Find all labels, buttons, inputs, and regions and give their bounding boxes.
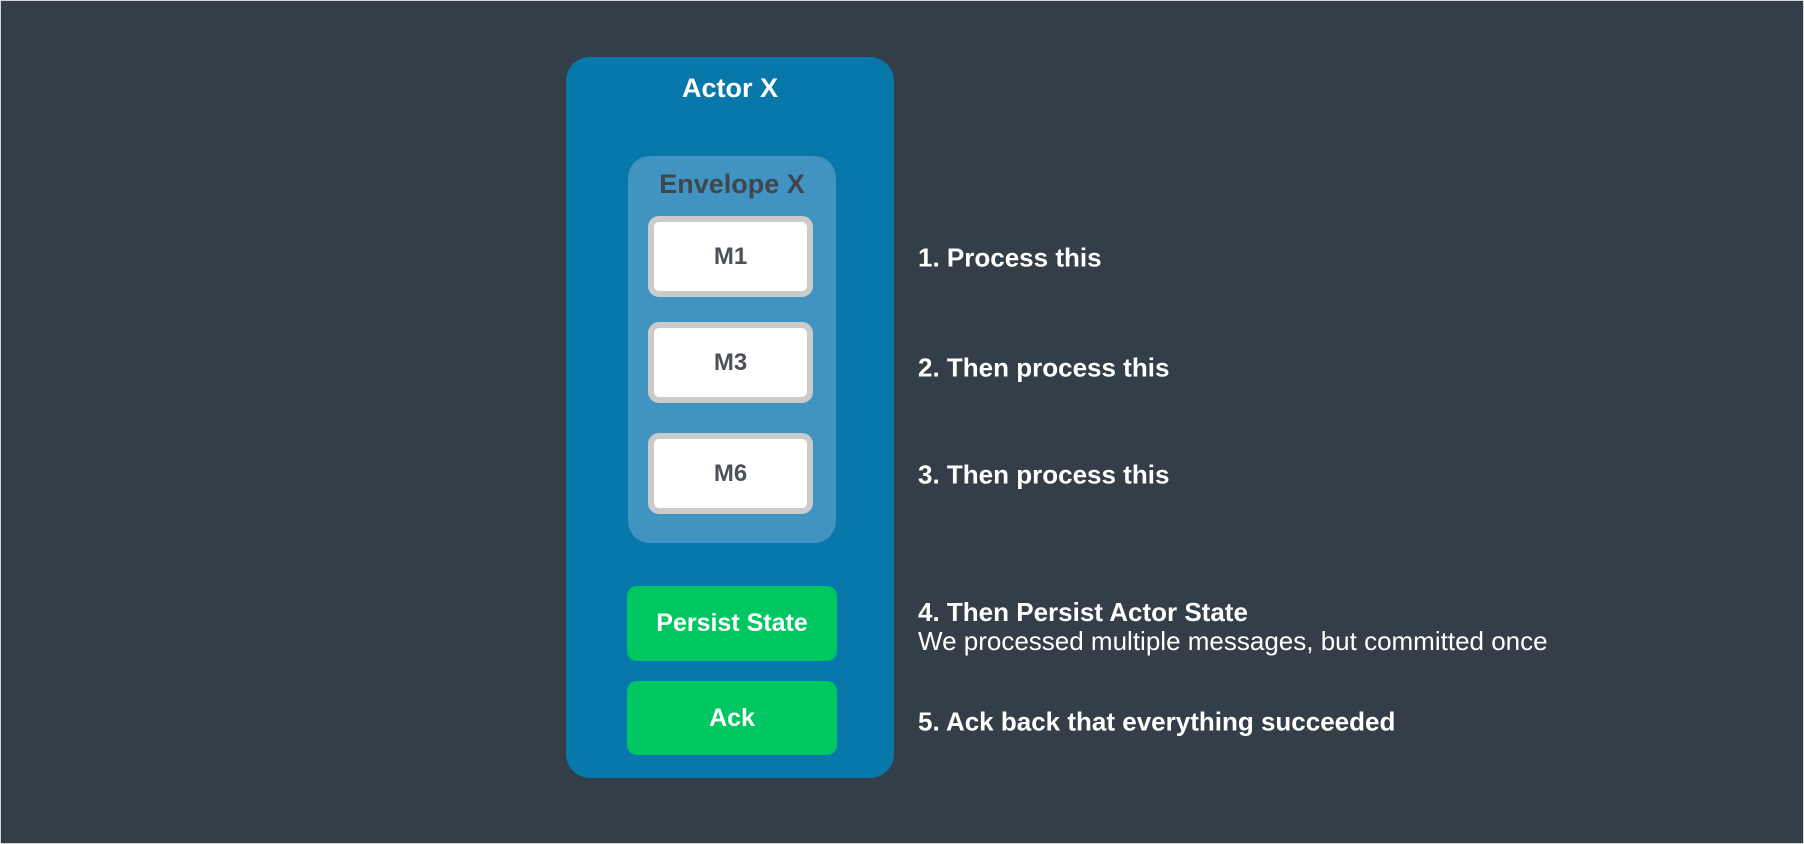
step-title: 1. Process this <box>918 242 1102 273</box>
envelope-title: Envelope X <box>659 169 805 199</box>
actor-title: Actor X <box>681 73 779 103</box>
persist-state-button-label: Persist State <box>656 609 808 637</box>
step-subtitle: We processed multiple messages, but comm… <box>918 626 1548 656</box>
step-title: 5. Ack back that everything succeeded <box>918 706 1396 737</box>
message-label: M6 <box>713 459 748 487</box>
step-title: 2. Then process this <box>918 352 1170 383</box>
message-box-m6: M6 <box>648 433 813 514</box>
step-item-3: 3. Then process this <box>918 459 1170 490</box>
step-item-5: 5. Ack back that everything succeeded <box>918 706 1396 737</box>
message-label: M1 <box>713 242 748 270</box>
message-box-m3: M3 <box>648 322 813 403</box>
message-box-m1: M1 <box>648 216 813 297</box>
message-label: M3 <box>713 348 748 376</box>
step-item-2: 2. Then process this <box>918 352 1170 383</box>
ack-button: Ack <box>627 681 837 755</box>
step-item-1: 1. Process this <box>918 242 1102 273</box>
step-item-4: 4. Then Persist Actor State We processed… <box>918 598 1548 656</box>
step-title: 3. Then process this <box>918 459 1170 490</box>
actor-box: Actor X Envelope X M1 M3 M6 Persist Stat… <box>566 57 894 778</box>
step-title: 4. Then Persist Actor State <box>918 597 1248 627</box>
persist-state-button: Persist State <box>627 586 837 661</box>
envelope-box: Envelope X M1 M3 M6 <box>628 156 836 543</box>
ack-button-label: Ack <box>709 703 755 732</box>
